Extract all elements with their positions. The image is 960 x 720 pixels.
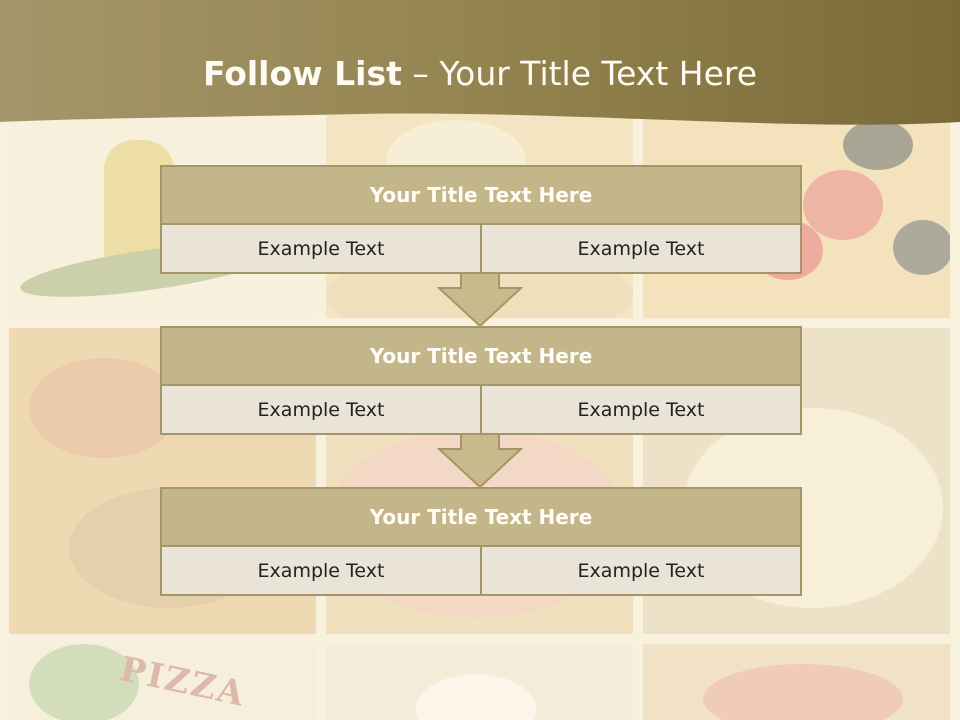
margherita-photo [643,644,950,720]
down-arrow-icon [437,431,523,489]
slide-title-rest: – Your Title Text Here [401,54,758,93]
block-cell-left: Example Text [162,225,480,272]
block-title: Your Title Text Here [162,167,800,225]
block-row: Example Text Example Text [162,386,800,433]
block-title: Your Title Text Here [162,328,800,386]
down-arrow-icon [437,270,523,328]
follow-list-block-2: Your Title Text Here Example Text Exampl… [160,326,802,435]
block-cell-left: Example Text [162,386,480,433]
mozzarella-photo [326,644,633,720]
block-row: Example Text Example Text [162,225,800,272]
header-wave-shape [0,0,960,125]
block-cell-left: Example Text [162,547,480,594]
slide-title: Follow List – Your Title Text Here [0,54,960,93]
pizza-sign-photo: PIZZA [9,644,316,720]
block-cell-right: Example Text [480,386,800,433]
follow-list-block-1: Your Title Text Here Example Text Exampl… [160,165,802,274]
block-cell-right: Example Text [480,225,800,272]
block-title: Your Title Text Here [162,489,800,547]
pizza-sign-text: PIZZA [116,649,250,715]
slide-title-bold: Follow List [202,54,402,93]
block-cell-right: Example Text [480,547,800,594]
block-row: Example Text Example Text [162,547,800,594]
title-header-band: Follow List – Your Title Text Here [0,0,960,140]
follow-list-block-3: Your Title Text Here Example Text Exampl… [160,487,802,596]
